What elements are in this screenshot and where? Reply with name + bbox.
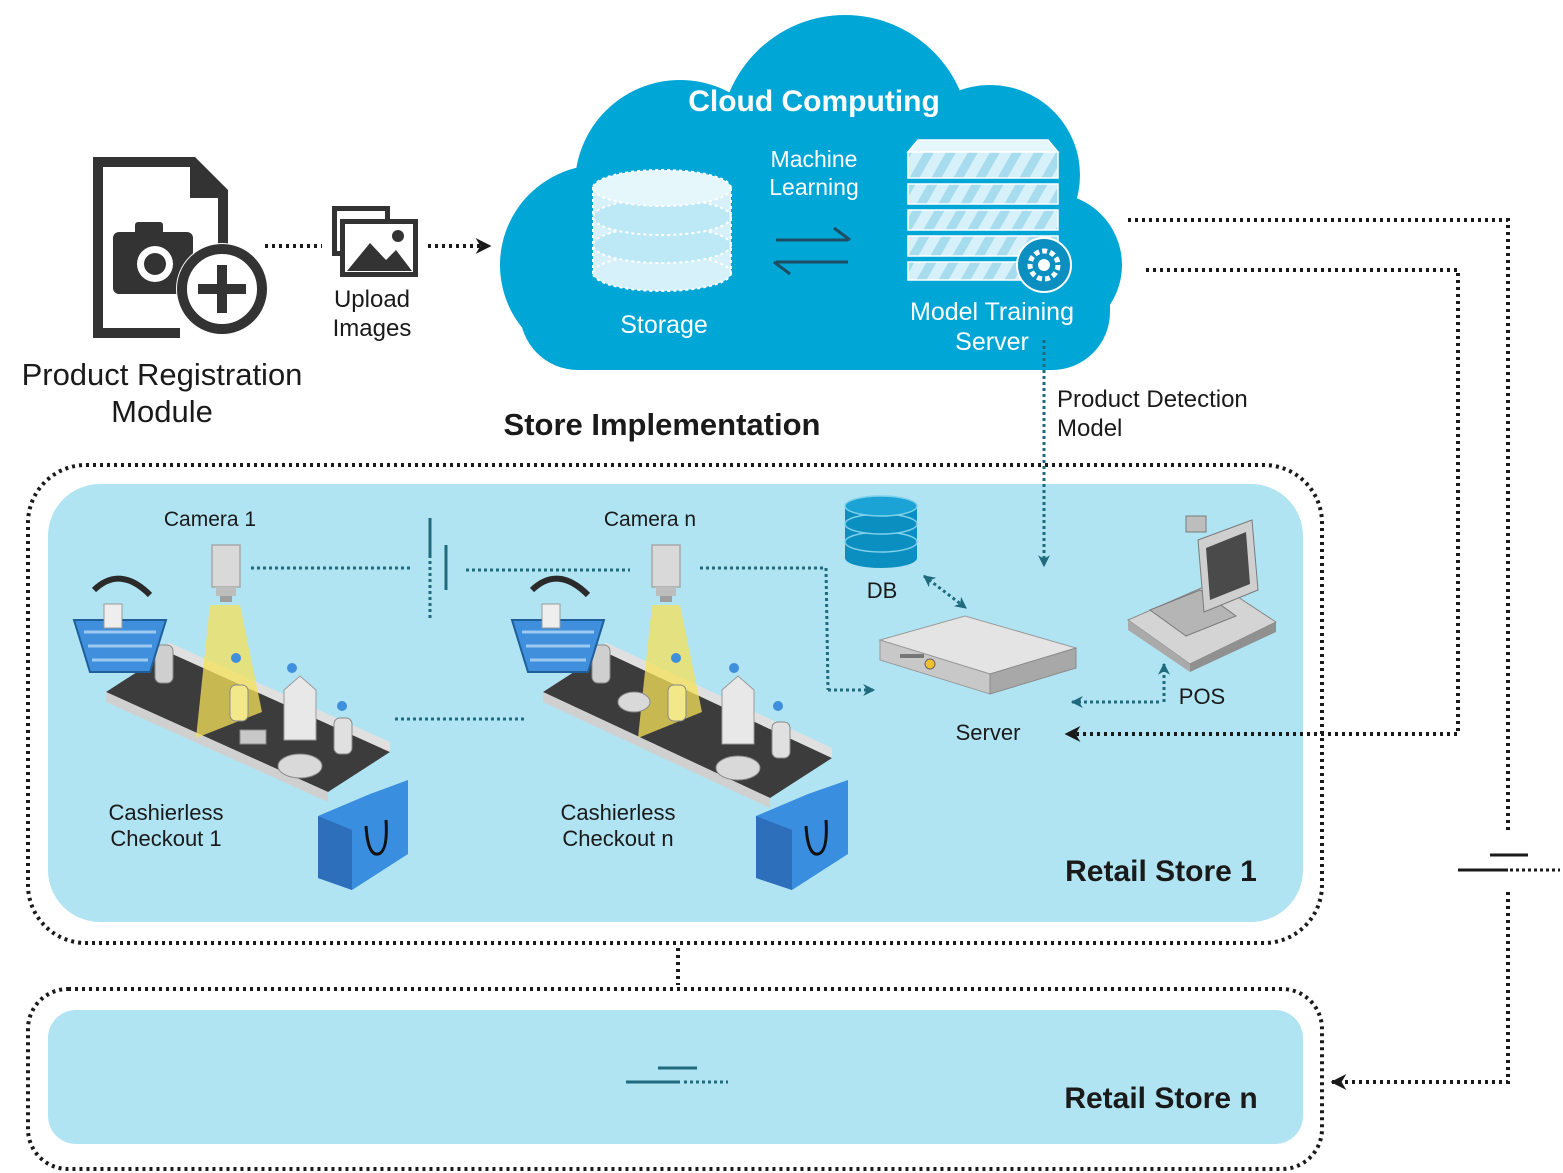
product-registration-icon [93,157,268,338]
checkoutn-label-line2: Checkout n [562,826,674,852]
checkout-n-illustration [543,605,832,808]
storage-cylinder-icon [592,169,732,292]
detection-label-line2: Model [1057,414,1123,442]
basket-n-icon [510,575,606,673]
cloud-to-storen-connector [1128,218,1560,1090]
server-appliance-icon [878,615,1078,695]
detection-label-line1: Product Detection [1057,386,1248,413]
product-detection-label: Product Detection Model [1057,386,1248,444]
store-implementation-title: Store Implementation [503,407,821,442]
bag-n-icon [756,780,848,890]
gear-icon [1016,237,1072,293]
pos-label: POS [1178,684,1226,709]
camera-n-label: Camera n [603,508,697,531]
storage-label: Storage [620,311,708,339]
checkout-1-illustration [106,605,390,802]
registration-label-line1: Product Registration [21,357,303,392]
server-label-line1: Model Training [910,298,1074,326]
retail-store-n-label: Retail Store n [1064,1082,1258,1115]
collapsed-store-connector [626,1066,728,1084]
pos-terminal-icon [1126,515,1278,672]
model-training-server-label: Model Training Server [892,297,1092,357]
server-label: Server [955,720,1021,745]
cloud-title: Cloud Computing [688,85,940,118]
image-upload-icon [332,206,418,277]
server-label-line2: Server [955,328,1029,356]
registration-label-line2: Module [111,394,213,430]
basket-1-icon [72,575,168,673]
cloud-to-store1-connector [1064,268,1460,742]
upload-label-line1: Upload [333,286,411,313]
db-server-link [923,574,967,610]
camera-n-icon [651,544,681,602]
camera-1-icon [211,544,241,602]
ml-label-line1: Machine [770,146,858,172]
checkout-n-label: Cashierless Checkout n [538,800,698,853]
ml-label-line2: Learning [769,173,859,200]
retail-store-1-label: Retail Store 1 [1065,855,1257,888]
db-icon [844,495,918,568]
retail-store-n-area [48,1010,1303,1144]
upload-label-line2: Images [332,314,412,342]
machine-learning-label: Machine Learning [744,146,884,201]
db-label: DB [866,578,898,603]
store-implementation-boundary [26,463,1324,945]
checkoutn-label-line1: Cashierless [560,800,676,825]
upload-images-label: Upload Images [312,286,432,344]
checkout1-label-line2: Checkout 1 [110,826,222,852]
camera-network-line [251,518,830,691]
product-registration-label: Product Registration Module [6,356,318,430]
checkout1-label-line1: Cashierless [108,800,224,825]
checkout-1-label: Cashierless Checkout 1 [86,800,246,853]
retail-store-n-boundary [26,987,1324,1171]
bag-1-icon [318,780,408,890]
camera-1-label: Camera 1 [163,508,257,531]
exchange-arrows-icon [773,226,851,276]
